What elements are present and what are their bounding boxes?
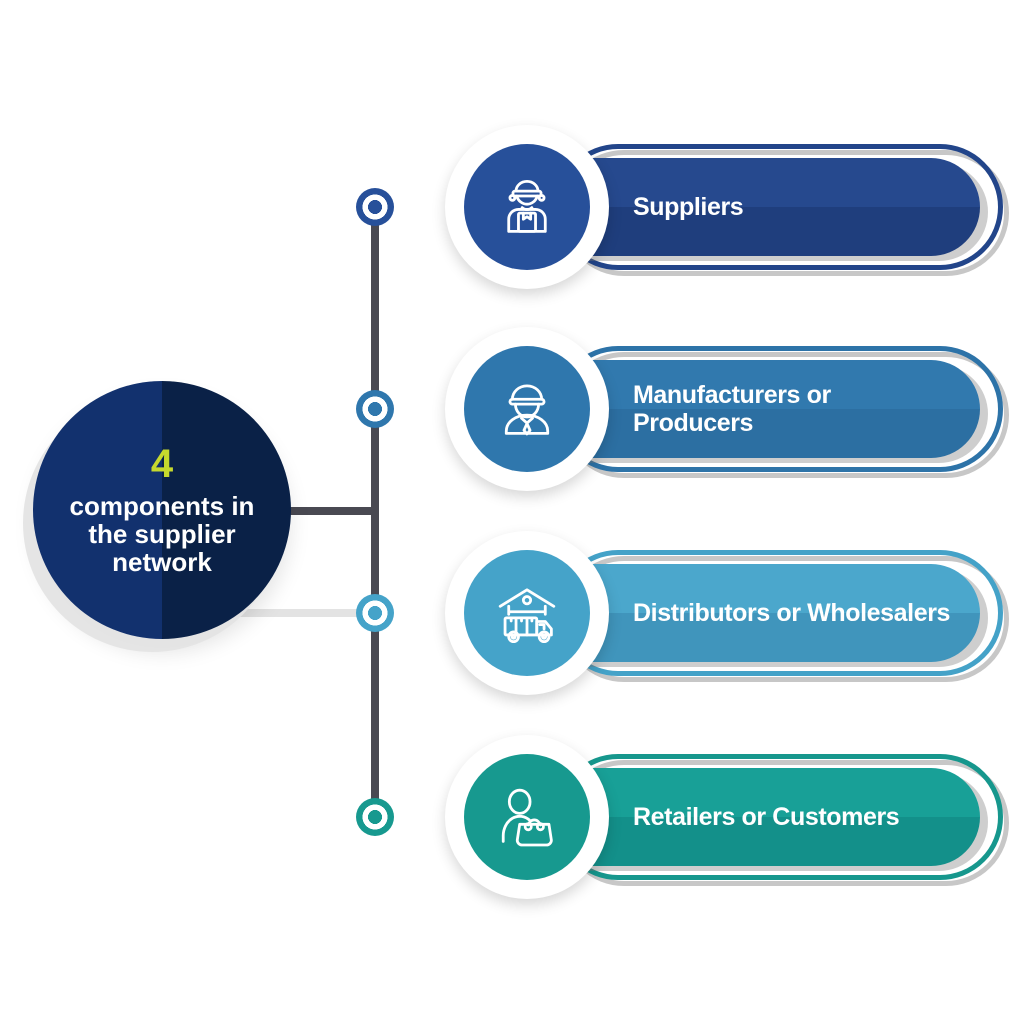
timeline-node-distributors	[356, 594, 394, 632]
central-circle: 4 components in the supplier network	[33, 381, 291, 639]
timeline-node-suppliers	[356, 188, 394, 226]
row-manufacturers: Manufacturers or Producers	[0, 327, 1024, 491]
row-icon-circle	[464, 754, 590, 880]
row-retailers: Retailers or Customers	[0, 735, 1024, 899]
timeline-node-retailers	[356, 798, 394, 836]
central-title: components in the supplier network	[69, 491, 255, 577]
row-label: Manufacturers or Producers	[633, 381, 831, 437]
central-number: 4	[150, 442, 174, 486]
row-icon-badge	[445, 531, 609, 695]
circle-connector-line-light	[205, 609, 375, 617]
timeline-node-manufacturers	[356, 390, 394, 428]
row-icon-circle	[464, 346, 590, 472]
customer-shopping-bag-icon	[501, 788, 553, 847]
row-icon-circle	[464, 144, 590, 270]
row-suppliers: Suppliers	[0, 125, 1024, 289]
row-icon-badge	[445, 125, 609, 289]
row-icon-circle	[464, 550, 590, 676]
row-label: Suppliers	[633, 193, 744, 221]
timeline-line	[371, 207, 379, 817]
row-distributors: Distributors or Wholesalers	[0, 531, 1024, 695]
row-icon-badge	[445, 735, 609, 899]
delivery-person-icon	[507, 180, 547, 233]
warehouse-truck-icon	[498, 588, 556, 644]
construction-worker-icon	[504, 384, 550, 436]
row-label: Retailers or Customers	[633, 803, 900, 831]
row-label: Distributors or Wholesalers	[633, 599, 951, 627]
row-icon-badge	[445, 327, 609, 491]
circle-connector-line	[270, 507, 375, 515]
